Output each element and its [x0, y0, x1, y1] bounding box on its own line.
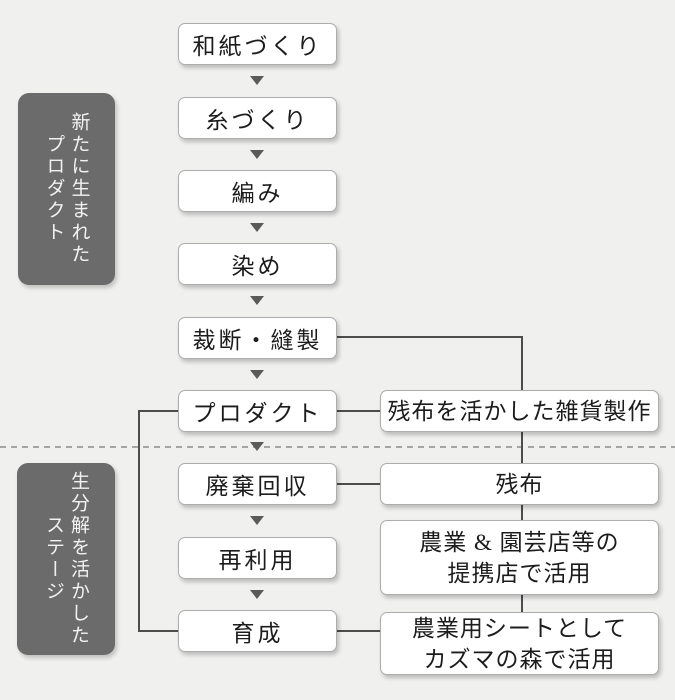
flow-step-product: プロダクト [178, 390, 337, 432]
connector-line [138, 410, 140, 632]
connector-line [521, 432, 523, 463]
connector-line [337, 336, 523, 338]
flow-step-knitting: 編み [178, 170, 337, 212]
flow-step-washi-making: 和紙づくり [178, 23, 337, 65]
flow-step-cutting-sewing: 裁断・縫製 [178, 317, 337, 359]
flow-step-cultivation: 育成 [178, 610, 337, 652]
arrow-down-icon [250, 590, 264, 599]
arrow-down-icon [250, 516, 264, 525]
stage-label-new-product-text: 新たに生まれた プロダクト [42, 93, 92, 285]
side-box-text-line: 農業 & 園芸店等の [419, 529, 620, 555]
side-box-zakka-production: 残布を活かした雑貨製作 [380, 390, 659, 432]
arrow-down-icon [250, 296, 264, 305]
side-box-text: 残布を活かした雑貨製作 [387, 398, 652, 424]
side-box-text-line: 農業用シートとして [411, 615, 628, 641]
arrow-down-icon [250, 223, 264, 232]
flow-step-dyeing: 染め [178, 243, 337, 285]
side-box-leftover-cloth: 残布 [380, 463, 659, 505]
connector-line [337, 483, 380, 485]
side-box-text-line: 提携店で活用 [447, 560, 592, 586]
connector-line [138, 630, 178, 632]
flow-step-reuse: 再利用 [178, 537, 337, 579]
stage-label-biodegradable-stage: 生分解を活かした ステージ [17, 463, 115, 655]
connector-line [337, 630, 380, 632]
arrow-down-icon [250, 442, 264, 451]
arrow-down-icon [250, 150, 264, 159]
connector-line [138, 410, 178, 412]
side-box-text: 農業 & 園芸店等の 提携店で活用 [419, 527, 619, 589]
flow-step-waste-collection: 廃棄回収 [178, 463, 337, 505]
flow-step-thread-making: 糸づくり [178, 97, 337, 139]
stage-label-line: 新たに生まれた [68, 112, 90, 266]
side-box-kazuma-forest: 農業用シートとして カズマの森で活用 [380, 612, 659, 675]
stage-label-new-product: 新たに生まれた プロダクト [18, 93, 115, 285]
side-box-partner-stores: 農業 & 園芸店等の 提携店で活用 [380, 520, 659, 595]
connector-line [521, 595, 523, 612]
connector-line [337, 410, 380, 412]
side-box-text-line: カズマの森で活用 [423, 646, 616, 672]
arrow-down-icon [250, 76, 264, 85]
section-divider-dashed-line [0, 446, 675, 448]
connector-line [521, 336, 523, 390]
stage-label-line: 生分解を活かした [68, 471, 89, 647]
side-box-text: 残布 [495, 471, 544, 497]
stage-label-line: プロダクト [43, 134, 65, 244]
side-box-text: 農業用シートとして カズマの森で活用 [412, 613, 627, 675]
arrow-down-icon [250, 370, 264, 379]
connector-line [521, 505, 523, 520]
stage-label-biodegradable-stage-text: 生分解を活かした ステージ [41, 463, 91, 655]
stage-label-line: ステージ [43, 515, 64, 603]
